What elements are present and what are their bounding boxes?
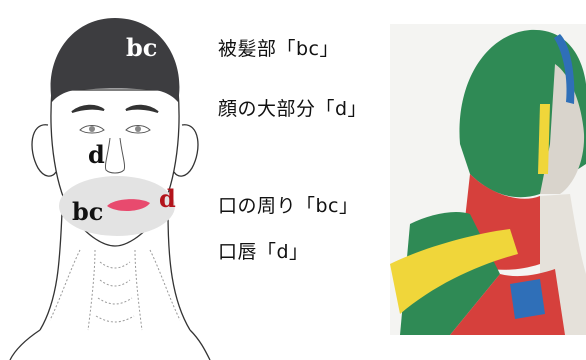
neck-outline xyxy=(39,211,191,331)
right-eye xyxy=(125,125,151,134)
label-lips: 口唇「d」 xyxy=(218,241,309,263)
hair-region xyxy=(50,18,180,102)
model-yellow-face xyxy=(538,104,550,174)
neck-detail xyxy=(49,249,181,331)
right-ear xyxy=(173,124,199,177)
model-blue-patch xyxy=(510,279,545,319)
scalp-label: bc xyxy=(126,33,157,62)
shoulder-outline xyxy=(9,329,211,360)
lips xyxy=(107,199,150,212)
label-face-majority: 顔の大部分「d」 xyxy=(218,98,368,120)
label-mouth-surround: 口の周り「bc」 xyxy=(218,195,359,217)
left-ear xyxy=(31,124,57,177)
left-eyebrow xyxy=(71,104,105,113)
mouth-surround-label: bc xyxy=(72,197,103,226)
model-photo xyxy=(390,24,586,335)
left-eye xyxy=(79,125,105,134)
right-eyebrow xyxy=(125,104,159,113)
label-scalp: 被髪部「bc」 xyxy=(218,38,340,60)
model-blue-strip xyxy=(554,34,575,104)
lip-label: d xyxy=(159,184,176,213)
model-yellow-band xyxy=(390,229,518,314)
face-label: d xyxy=(88,140,105,169)
nose xyxy=(105,137,125,174)
face-illustration: bc d bc d xyxy=(9,18,211,360)
